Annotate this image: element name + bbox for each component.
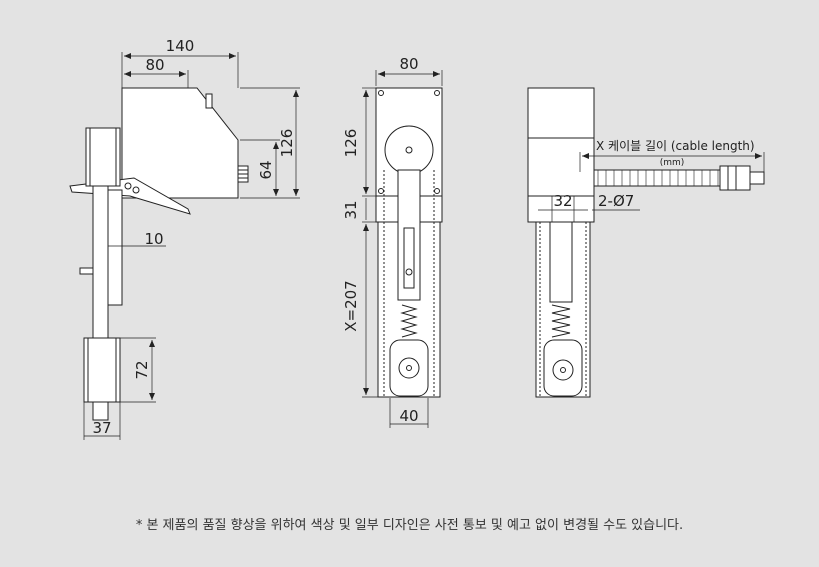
footnote: * 본 제품의 품질 향상을 위하여 색상 및 일부 디자인은 사전 통보 및 … <box>135 518 684 533</box>
side-dim-inner-width: 80 <box>145 56 164 74</box>
side-bottom-wheel <box>83 337 121 403</box>
rear-cable-label: X 케이블 길이 (cable length) <box>596 139 755 153</box>
rear-cable-connector <box>719 165 751 191</box>
side-dim-height: 126 <box>278 129 296 158</box>
side-dimensions <box>83 52 300 440</box>
rear-dim-hole-spacing: 32 <box>553 192 572 210</box>
front-view <box>362 70 443 428</box>
side-dim-total-width: 140 <box>166 37 195 55</box>
side-dim-sub-height: 64 <box>257 160 275 179</box>
side-screw <box>205 93 213 109</box>
side-dim-wheel-height: 72 <box>133 360 151 379</box>
rear-cable-unit: (mm) <box>660 158 685 168</box>
front-spring <box>400 304 418 338</box>
side-view <box>69 52 300 440</box>
rear-view <box>527 87 765 398</box>
front-dim-bottom-width: 40 <box>399 407 418 425</box>
rear-spring <box>551 304 571 338</box>
rear-cable-hose <box>593 169 721 187</box>
front-dim-top-height: 126 <box>342 129 360 158</box>
front-top-pulley <box>384 125 434 175</box>
technical-drawing: 140 80 126 64 10 72 37 <box>69 37 765 440</box>
rear-dim-holes: 2-Ø7 <box>598 192 634 210</box>
front-dim-stroke: X=207 <box>342 280 360 331</box>
front-dim-width: 80 <box>399 55 418 73</box>
side-dim-offset: 10 <box>144 230 163 248</box>
side-dim-wheel-width: 37 <box>92 419 111 437</box>
front-dim-mid-height: 31 <box>342 200 360 219</box>
side-top-wheel <box>85 127 121 187</box>
